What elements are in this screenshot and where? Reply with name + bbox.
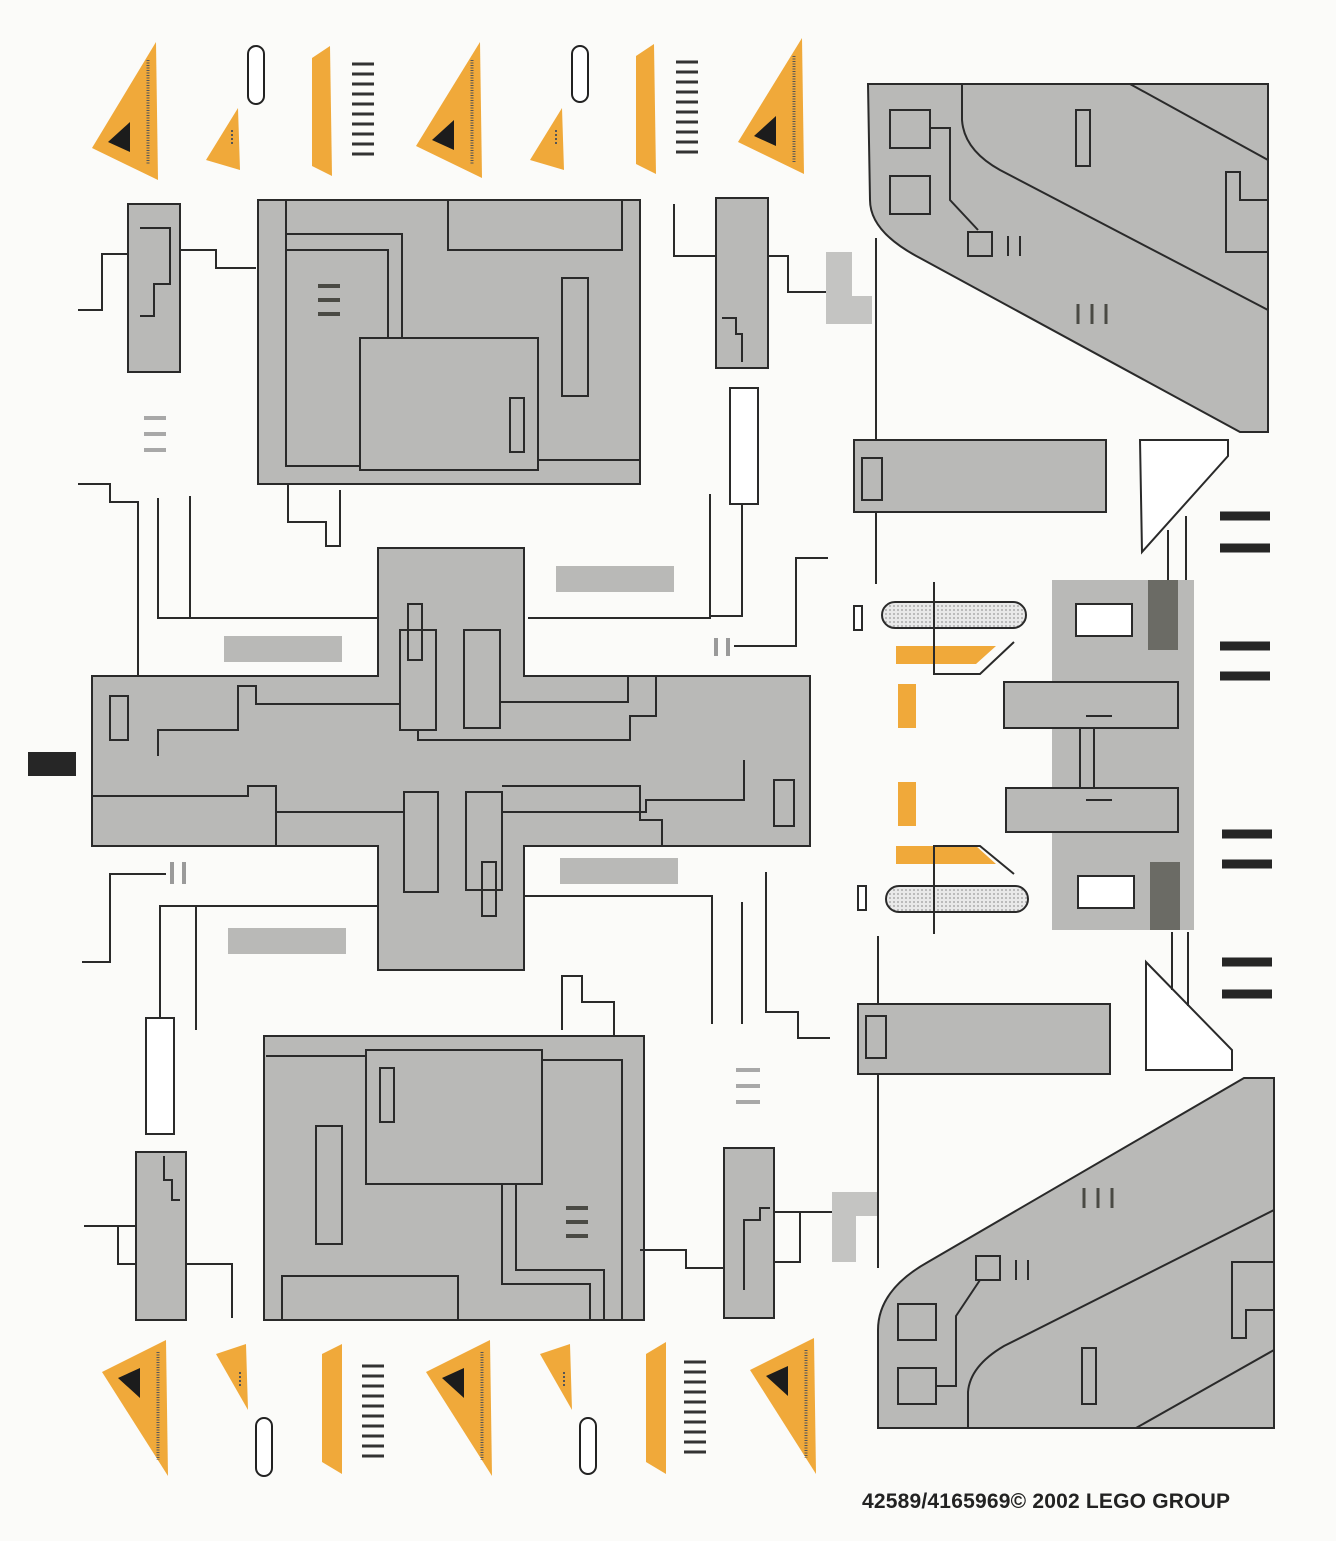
- oval-light-decal: [571, 45, 589, 103]
- central-cross-panel: [91, 547, 811, 971]
- vent-stripes-decal: [684, 1360, 706, 1454]
- top-right-wing-panel: [866, 83, 1269, 433]
- grill-decal: [736, 1068, 760, 1104]
- right-long-bar-upper: [853, 238, 1107, 584]
- vent-stripes-decal: [352, 62, 374, 156]
- small-triangle-decal: [216, 1344, 248, 1410]
- black-tab-marker: [28, 752, 76, 776]
- warning-triangle-decal: [750, 1338, 816, 1474]
- upper-left-narrow-panel: [78, 203, 256, 373]
- oval-light-decal: [247, 45, 265, 105]
- orange-strip-decal: [646, 1342, 666, 1474]
- white-fin-decal: [1138, 439, 1229, 584]
- warning-triangle-decal: [92, 42, 158, 180]
- warning-triangle-decal: [426, 1340, 492, 1476]
- gray-bar-decal: [556, 566, 674, 592]
- gray-bar-decal: [228, 928, 346, 954]
- copyright-symbol: ©: [1010, 1490, 1027, 1513]
- oval-light-decal: [255, 1417, 273, 1477]
- small-triangle-decal: [530, 108, 564, 170]
- top-decal-row: [92, 38, 804, 180]
- lower-center-panel: [263, 975, 645, 1321]
- oval-light-decal: [579, 1417, 597, 1475]
- lower-left-circuit-lines: [82, 862, 830, 1039]
- bottom-right-wing-panel: [877, 1077, 1275, 1429]
- orange-strip-decal: [322, 1344, 342, 1474]
- copyright-line: 42589/4165969© 2002 LEGO GROUP: [862, 1490, 1230, 1514]
- small-triangle-decal: [540, 1344, 572, 1410]
- right-long-bar-lower: [857, 936, 1111, 1268]
- orange-strip-decal: [312, 46, 332, 176]
- upper-center-panel: [257, 199, 641, 547]
- gray-bar-decal: [560, 858, 678, 884]
- left-circuit-lines: [78, 483, 828, 676]
- company-name: LEGO GROUP: [1085, 1490, 1231, 1513]
- upper-right-narrow-panel: [673, 197, 872, 617]
- warning-triangle-decal: [416, 42, 482, 178]
- gray-bar-decal: [224, 636, 342, 662]
- warning-triangle-decal: [102, 1340, 168, 1476]
- capsule-lights-group: [853, 582, 1029, 934]
- vent-stripes-decal: [676, 60, 698, 154]
- white-fin-decal: [1145, 932, 1233, 1071]
- bottom-decal-row: [102, 1338, 816, 1477]
- grill-decal: [144, 416, 166, 452]
- orange-strip-decal: [636, 44, 656, 174]
- lower-right-narrow-panel: [640, 1147, 878, 1319]
- right-hub-panel: [1003, 580, 1194, 930]
- lower-left-narrow-panel: [84, 1151, 233, 1321]
- copyright-year: 2002: [1032, 1490, 1080, 1513]
- small-triangle-decal: [206, 108, 240, 170]
- product-code: 42589/4165969: [862, 1490, 1011, 1513]
- vent-stripes-decal: [362, 1364, 384, 1458]
- warning-triangle-decal: [738, 38, 804, 174]
- black-stripe-decals: [1220, 511, 1272, 999]
- light-slot-decal: [145, 1017, 175, 1135]
